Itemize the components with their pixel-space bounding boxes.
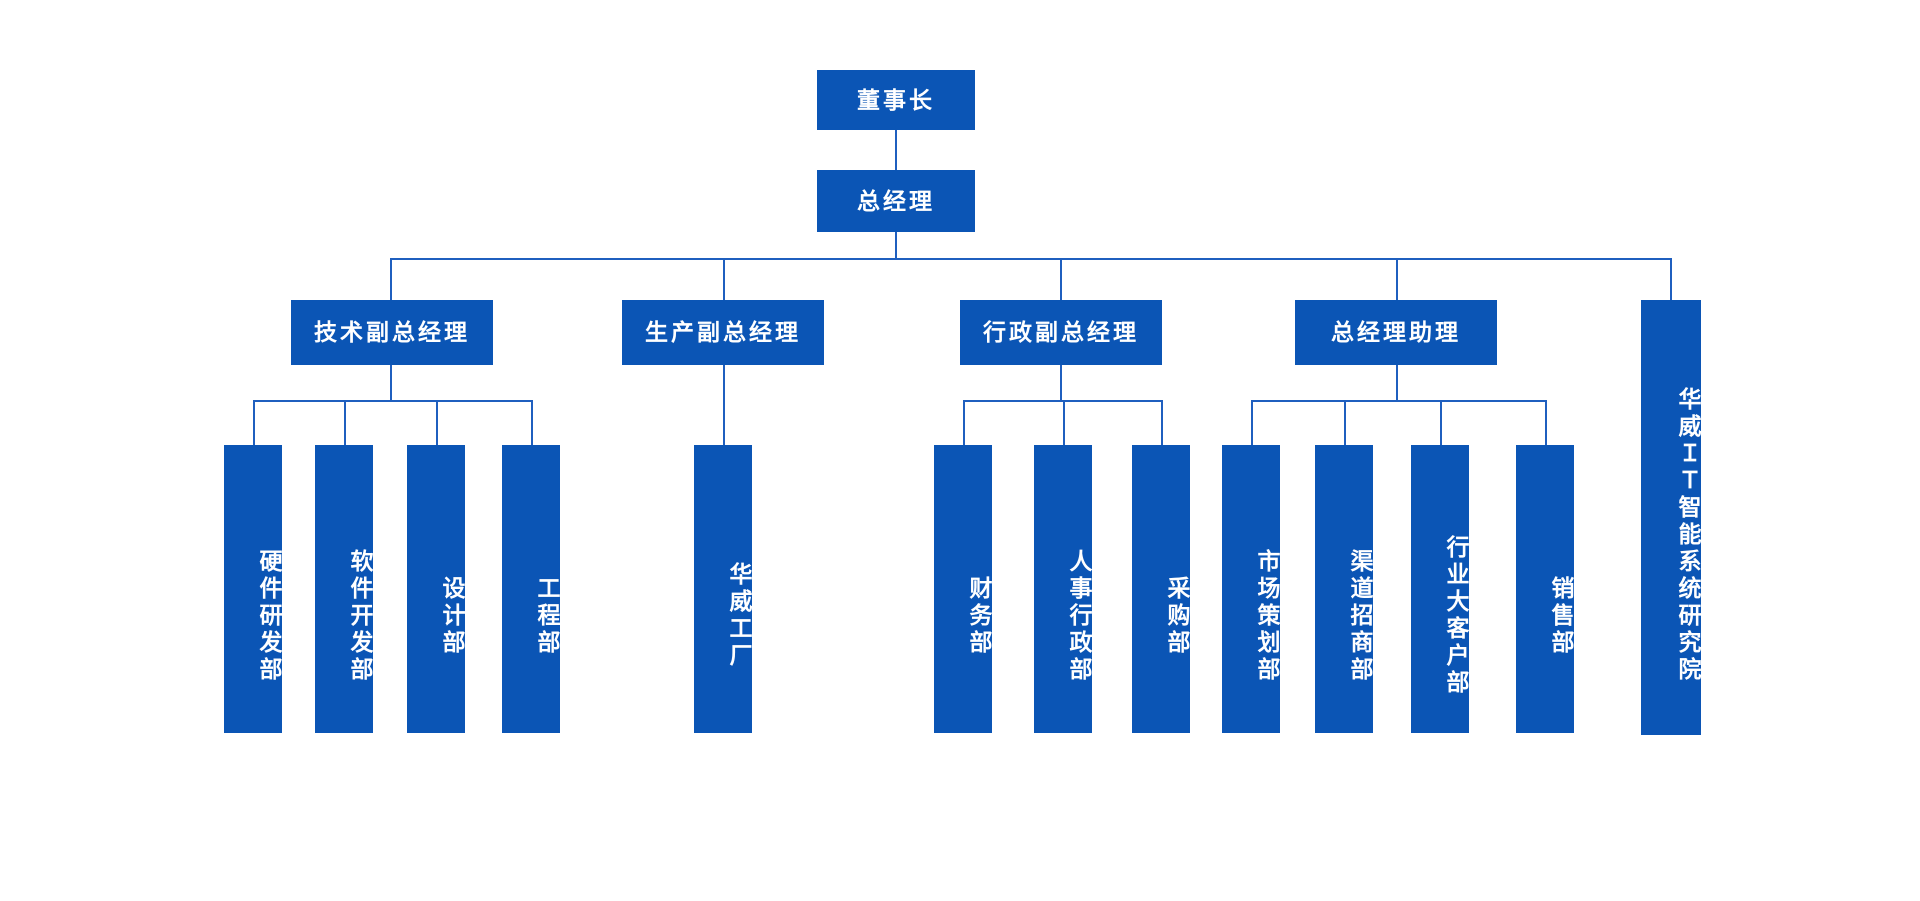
connector-tech-children-bus [253,400,533,402]
node-admin-vp-label: 行政副总经理 [983,319,1139,346]
node-software-dev[interactable]: 软件开发部 [315,445,373,733]
node-key-account-label: 行业大客户部 [1443,535,1469,697]
node-tech-vp[interactable]: 技术副总经理 [291,300,493,365]
node-chairman-label: 董事长 [857,86,935,113]
connector-gm-assist-child-4 [1545,400,1547,445]
connector-gm-assist-child-2 [1344,400,1346,445]
connector-chairman-to-gm [895,130,897,170]
connector-gm-assist-child-1 [1251,400,1253,445]
node-channel-label: 渠道招商部 [1347,548,1373,684]
node-channel[interactable]: 渠道招商部 [1315,445,1373,733]
connector-gm-stem [895,232,897,259]
node-purchasing-label: 采购部 [1164,575,1190,657]
connector-bus-to-tech-vp [390,258,392,301]
node-prod-vp[interactable]: 生产副总经理 [622,300,824,365]
node-design[interactable]: 设计部 [407,445,465,733]
connector-tech-child-1 [253,400,255,445]
node-huawei-factory[interactable]: 华威工厂 [694,445,752,733]
node-hardware-rd-label: 硬件研发部 [256,548,282,684]
connector-tech-child-4 [531,400,533,445]
node-software-dev-label: 软件开发部 [347,548,373,684]
connector-bus-to-research-institute [1670,258,1672,301]
connector-bus-to-prod-vp [723,258,725,301]
node-hardware-rd[interactable]: 硬件研发部 [224,445,282,733]
node-general-manager-label: 总经理 [857,187,935,214]
connector-admin-child-2 [1063,400,1065,445]
node-tech-vp-label: 技术副总经理 [314,319,470,346]
node-design-label: 设计部 [439,575,465,657]
connector-level2-bus [390,258,1671,260]
connector-tech-child-2 [344,400,346,445]
connector-gm-assist-stem [1396,365,1398,401]
connector-admin-child-3 [1161,400,1163,445]
node-research-institute[interactable]: 华威ＩＴ智能系统研究院 [1641,300,1701,735]
connector-prod-vp-stem [723,365,725,445]
connector-admin-vp-stem [1060,365,1062,401]
connector-tech-child-3 [436,400,438,445]
node-admin-vp[interactable]: 行政副总经理 [960,300,1162,365]
node-chairman[interactable]: 董事长 [817,70,975,130]
node-engineering[interactable]: 工程部 [502,445,560,733]
connector-admin-child-1 [963,400,965,445]
node-sales-label: 销售部 [1548,575,1574,657]
connector-gm-assist-children-bus [1251,400,1547,402]
connector-tech-vp-stem [390,365,392,401]
node-hr-admin[interactable]: 人事行政部 [1034,445,1092,733]
node-purchasing[interactable]: 采购部 [1132,445,1190,733]
node-key-account[interactable]: 行业大客户部 [1411,445,1469,733]
node-marketing-label: 市场策划部 [1254,548,1280,684]
node-hr-admin-label: 人事行政部 [1066,548,1092,684]
node-prod-vp-label: 生产副总经理 [645,319,801,346]
node-gm-assistant-label: 总经理助理 [1331,319,1461,346]
connector-bus-to-gm-assist [1396,258,1398,301]
node-research-institute-label: 华威ＩＴ智能系统研究院 [1675,387,1701,684]
connector-bus-to-admin-vp [1060,258,1062,301]
node-general-manager[interactable]: 总经理 [817,170,975,232]
node-huawei-factory-label: 华威工厂 [726,562,752,670]
node-engineering-label: 工程部 [534,575,560,657]
node-sales[interactable]: 销售部 [1516,445,1574,733]
node-gm-assistant[interactable]: 总经理助理 [1295,300,1497,365]
node-finance[interactable]: 财务部 [934,445,992,733]
node-finance-label: 财务部 [966,575,992,657]
node-marketing[interactable]: 市场策划部 [1222,445,1280,733]
connector-gm-assist-child-3 [1440,400,1442,445]
